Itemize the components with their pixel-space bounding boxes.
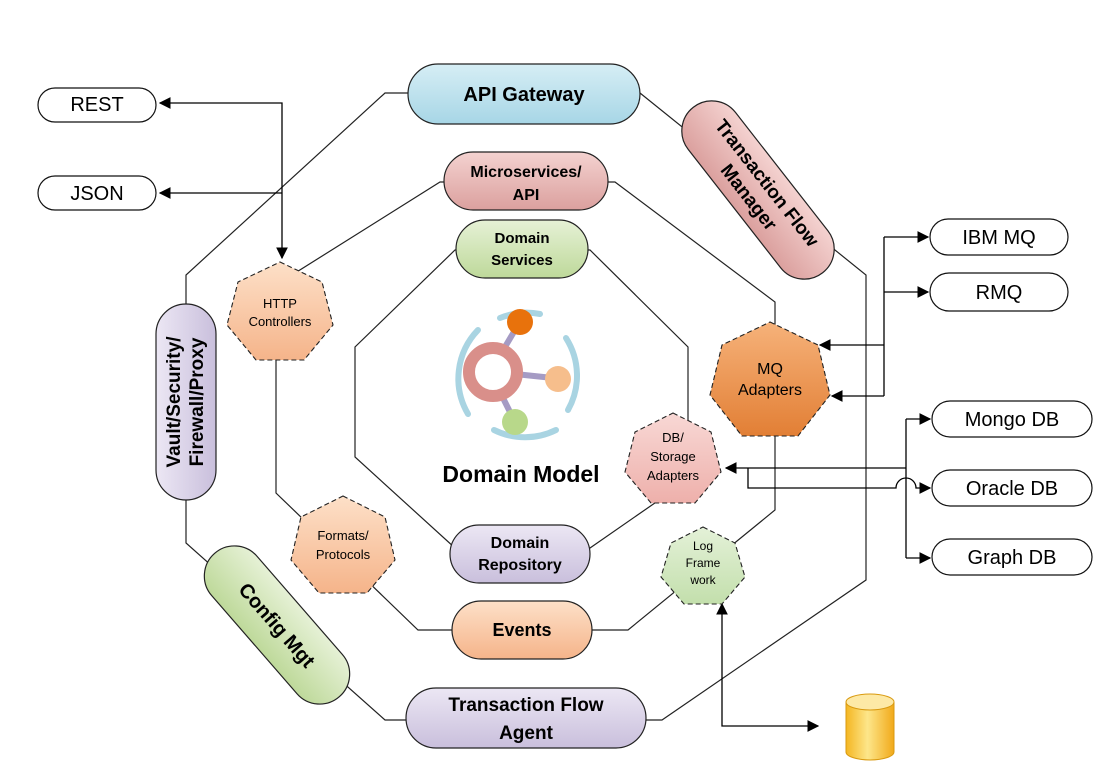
db-adapters-line1: DB/ (662, 430, 684, 445)
domain-services-line1: Domain (494, 230, 549, 247)
ibm-mq-label: IBM MQ (962, 227, 1035, 249)
domain-model-molecule-icon (455, 309, 580, 441)
rest-box[interactable]: REST (37, 87, 157, 123)
log-line1: Log (693, 539, 713, 553)
domain-repository-node[interactable]: Domain Repository (449, 524, 591, 584)
http-controllers-node[interactable]: HTTP Controllers (226, 261, 334, 361)
rmq-label: RMQ (976, 282, 1023, 304)
microservices-line2: API (513, 187, 540, 204)
domain-services-node[interactable]: Domain Services (455, 219, 589, 279)
graph-db-box[interactable]: Graph DB (931, 538, 1093, 576)
domain-repository-line1: Domain (491, 535, 550, 552)
db-connectors (724, 413, 932, 564)
microservices-api-node[interactable]: Microservices/ API (443, 151, 609, 211)
json-label: JSON (70, 183, 123, 205)
domain-model-title: Domain Model (442, 461, 599, 487)
log-db-connector (716, 602, 820, 732)
transaction-flow-manager-node[interactable]: Transaction Flow Manager (670, 89, 847, 291)
formats-line2: Protocols (316, 547, 371, 562)
mq-adapters-line2: Adapters (738, 382, 802, 399)
ibm-mq-box[interactable]: IBM MQ (929, 218, 1069, 256)
http-controllers-line2: Controllers (249, 314, 312, 329)
graph-db-label: Graph DB (968, 547, 1057, 569)
http-controllers-line1: HTTP (263, 296, 297, 311)
domain-repository-line2: Repository (478, 557, 562, 574)
vault-line2: Firewall/Proxy (187, 337, 208, 466)
oracle-db-box[interactable]: Oracle DB (931, 469, 1093, 507)
microservices-line1: Microservices/ (470, 164, 582, 181)
inner-ring-octagon (354, 249, 689, 549)
mq-connectors (818, 231, 930, 402)
formats-protocols-node[interactable]: Formats/ Protocols (290, 495, 396, 594)
db-adapters-line2: Storage (650, 449, 696, 464)
mongo-db-box[interactable]: Mongo DB (931, 400, 1093, 438)
mq-adapters-line1: MQ (757, 361, 783, 378)
transaction-flow-agent-line2: Agent (499, 723, 554, 744)
database-cylinder-icon[interactable] (845, 693, 895, 761)
json-box[interactable]: JSON (37, 175, 157, 211)
api-gateway-node[interactable]: API Gateway (407, 63, 641, 125)
mongo-db-label: Mongo DB (965, 409, 1060, 431)
transaction-flow-agent-line1: Transaction Flow (448, 695, 603, 716)
mq-adapters-node[interactable]: MQ Adapters (709, 321, 831, 437)
formats-line1: Formats/ (317, 528, 369, 543)
log-framework-node[interactable]: Log Frame work (660, 526, 746, 605)
vault-security-node[interactable]: Vault/Security/ Firewall/Proxy (155, 303, 217, 501)
events-node[interactable]: Events (451, 600, 593, 660)
rmq-box[interactable]: RMQ (929, 272, 1069, 312)
rest-http-connector (158, 97, 288, 260)
domain-services-line2: Services (491, 252, 553, 269)
transaction-flow-agent-node[interactable]: Transaction Flow Agent (405, 687, 647, 749)
rest-label: REST (70, 94, 123, 116)
api-gateway-label: API Gateway (463, 84, 585, 106)
db-storage-adapters-node[interactable]: DB/ Storage Adapters (624, 412, 722, 504)
oracle-db-label: Oracle DB (966, 478, 1058, 500)
log-line3: work (689, 573, 716, 587)
db-adapters-line3: Adapters (647, 468, 700, 483)
vault-line1: Vault/Security/ (164, 336, 185, 468)
log-line2: Frame (686, 556, 721, 570)
events-label: Events (492, 620, 551, 640)
